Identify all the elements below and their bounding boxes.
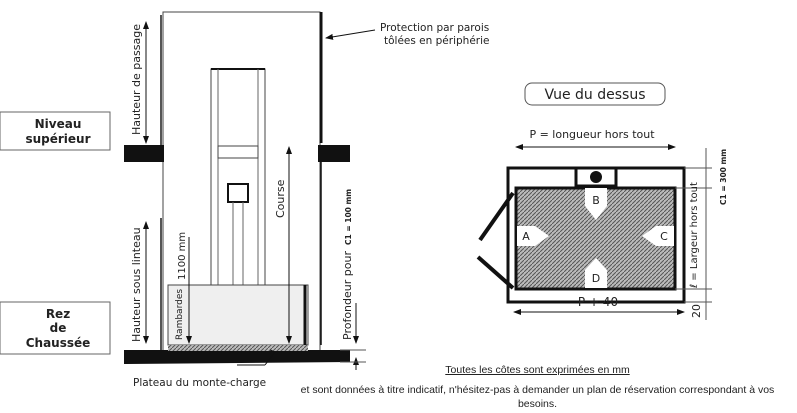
access-d-label: D: [592, 272, 600, 285]
plateau-label: Plateau du monte-charge: [133, 377, 266, 389]
access-d: [585, 258, 607, 288]
profondeur-label: Profondeur pour: [341, 251, 354, 340]
rez-line1: Rez: [46, 307, 70, 321]
platform-floor: [168, 345, 308, 351]
upper-slab-left: [124, 145, 164, 162]
hauteur-linteau-label: Hauteur sous linteau: [130, 227, 143, 342]
niveau-superieur-line2: supérieur: [25, 132, 90, 146]
note-line1: Toutes les côtes sont exprimées en mm: [445, 364, 630, 376]
note-line2: et sont données à titre indicatif, n'hés…: [300, 384, 775, 396]
top-view-title: Vue du dessus: [544, 87, 645, 103]
c1-side-label: C1 = 100 mm: [344, 189, 353, 245]
access-a-label: A: [522, 230, 530, 243]
access-c: [642, 226, 674, 246]
door-leaf-bottom: [476, 255, 515, 290]
rez-de-chaussee-box: [0, 301, 111, 355]
c1-top-label: C1 = 300 mm: [719, 149, 728, 205]
top-view-title-box: [524, 82, 666, 106]
course-label: Course: [274, 179, 287, 218]
largeur-label: ℓ = Largeur hors tout: [689, 182, 700, 288]
rez-line3: Chaussée: [26, 336, 91, 350]
note-line1-wrap: Toutes les côtes sont exprimées en mm: [250, 364, 797, 376]
access-b-label: B: [592, 194, 600, 207]
niveau-superieur-box: [0, 111, 111, 151]
protection-leader: [325, 29, 376, 40]
ground-slab: [124, 350, 350, 364]
upper-slab-right: [318, 145, 350, 162]
access-c-label: C: [660, 230, 668, 243]
dim-20-label: 20: [690, 304, 703, 318]
mast: [210, 68, 266, 288]
plateau-leader: [264, 349, 276, 366]
access-a: [517, 226, 549, 246]
door-leaf-top: [478, 191, 515, 242]
side-view: Protection par parois tôlées en périphér…: [0, 11, 489, 389]
protection-label-2: tôlées en périphérie: [384, 35, 489, 47]
top-view: Vue du dessus P = longueur hors tout B A…: [476, 82, 728, 320]
note-line3: besoins.: [517, 398, 558, 410]
hauteur-passage-label: Hauteur de passage: [130, 24, 143, 135]
mast-top-circle: [590, 171, 602, 183]
mast-carriage: [227, 183, 249, 203]
niveau-superieur-line1: Niveau: [35, 117, 82, 131]
rambardes-height-label: 1100 mm: [177, 232, 188, 280]
rez-line2: de: [50, 321, 67, 335]
access-b: [585, 188, 607, 220]
rambardes-label: Rambardes: [175, 289, 185, 340]
mast-plate: [217, 145, 259, 159]
protection-label: Protection par parois: [380, 22, 489, 34]
longueur-label: P = longueur hors tout: [529, 128, 655, 141]
p40-label: P + 40: [578, 295, 618, 309]
